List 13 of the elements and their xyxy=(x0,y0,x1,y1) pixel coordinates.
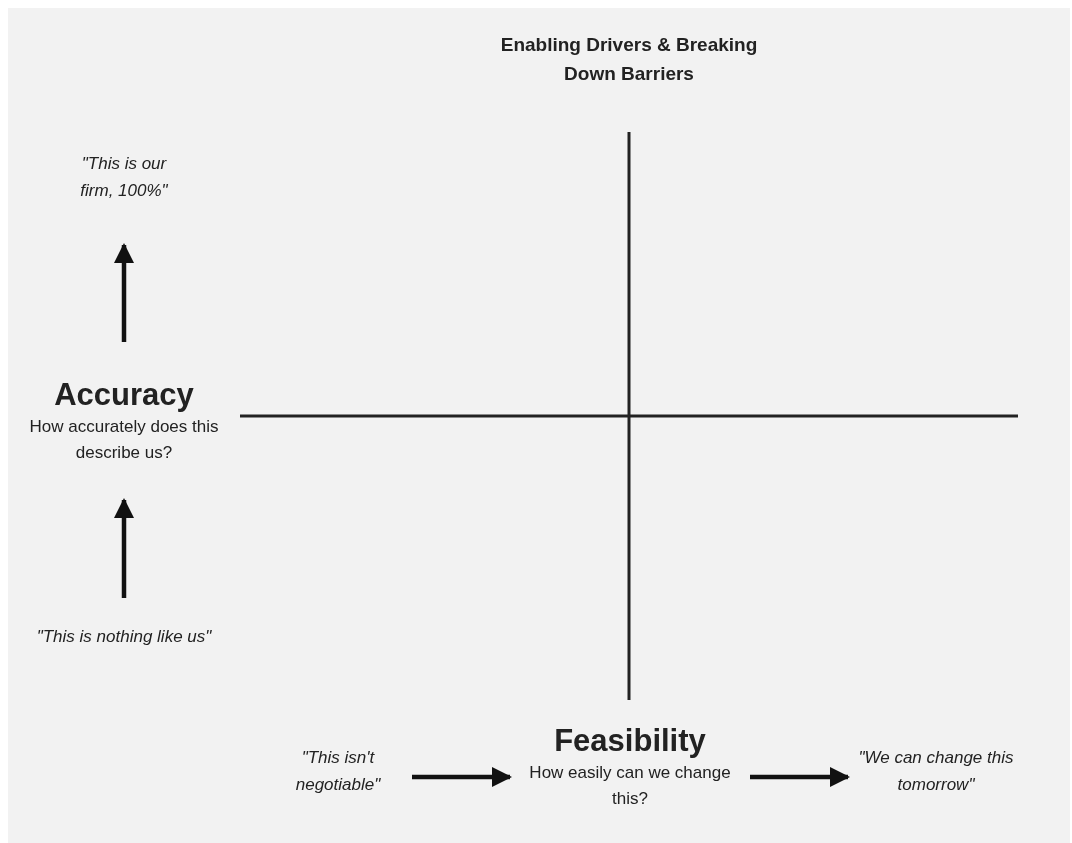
axis-description: How accurately does this describe us? xyxy=(28,416,220,464)
quote-text: "This is nothing like us" xyxy=(36,626,212,648)
quote-text: "This is our firm, 100%" xyxy=(79,153,169,202)
diagram-title: Enabling Drivers & Breaking Down Barriers xyxy=(499,33,759,86)
arrow xyxy=(412,766,513,788)
axis-title: Accuracy xyxy=(54,376,194,414)
axis-description: How easily can we change this? xyxy=(528,762,732,810)
arrow xyxy=(750,766,851,788)
arrow xyxy=(113,243,135,342)
quote-text: "We can change this tomorrow" xyxy=(857,747,1015,796)
axis-title: Feasibility xyxy=(554,722,706,760)
quote-text: "This isn't negotiable" xyxy=(294,747,382,796)
arrow xyxy=(113,498,135,598)
